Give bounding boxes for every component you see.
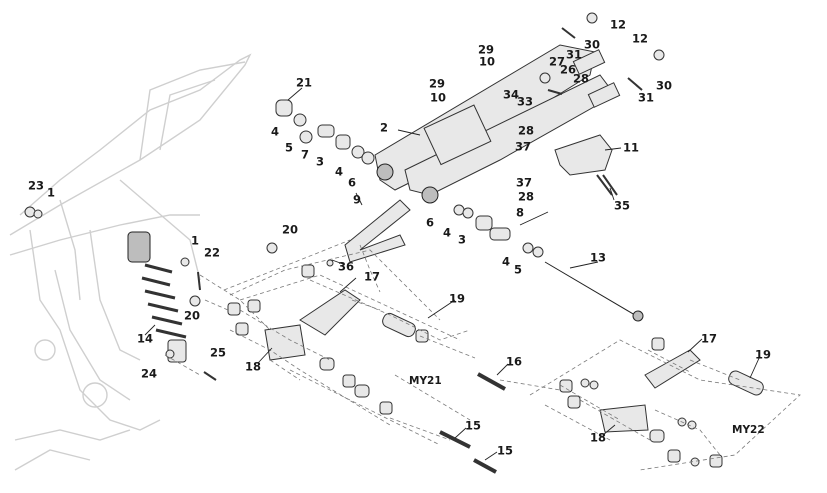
callout-15-upper: 15 [464,418,482,433]
callout-15-lower: 15 [496,443,514,458]
callout-25: 25 [209,345,227,360]
connection-lines [164,239,801,471]
axle-nut [632,310,644,322]
bolt-15b [473,458,497,474]
chain-guide [344,199,411,263]
callout-5-a: 5 [284,140,294,155]
callout-37-upper: 37 [514,139,532,154]
callout-31-lower: 31 [637,90,655,105]
callout-34: 34 [502,87,520,102]
small-bolts [197,27,643,381]
spacer-19-my21 [382,312,416,338]
callout-20-upper: 20 [281,222,299,237]
callout-35: 35 [613,198,631,213]
swingarm [374,44,621,204]
callout-18-my22: 18 [589,430,607,445]
callout-6-b: 6 [425,215,435,230]
callout-19-my21: 19 [448,291,466,306]
callout-30-upper: 30 [583,37,601,52]
bushings [24,12,723,468]
callout-13: 13 [589,250,607,265]
callout-8: 8 [515,205,525,220]
linkage-rocker-my21 [299,289,361,336]
callout-21: 21 [295,75,313,90]
callout-33: 33 [516,94,534,109]
chain-slider [554,134,613,176]
callout-27: 27 [548,54,566,69]
leader-lines [144,87,761,461]
callout-28-middle: 28 [517,123,535,138]
model-year-label-my21: MY21 [409,375,442,387]
callout-4-a: 4 [270,124,280,139]
callout-17-my22: 17 [700,331,718,346]
callout-19-my22: 19 [754,347,772,362]
callout-10-lower: 10 [429,90,447,105]
callout-29-upper: 29 [477,42,495,57]
callout-29-lower: 29 [428,76,446,91]
callout-10-upper: 10 [478,54,496,69]
callout-3-upper: 3 [315,154,325,169]
callout-37-lower: 37 [515,175,533,190]
callout-9: 9 [352,192,362,207]
callout-1-upper: 1 [46,185,56,200]
callout-14: 14 [136,331,154,346]
callout-20-lower: 20 [183,308,201,323]
callout-7: 7 [300,147,310,162]
callout-16: 16 [505,354,523,369]
callout-12-lower: 12 [631,31,649,46]
callout-30-lower: 30 [655,78,673,93]
bolt-16 [477,372,506,391]
callout-4-b: 4 [334,164,344,179]
link-arm-my21 [264,324,306,361]
callout-6-a: 6 [347,175,357,190]
callout-17-my21: 17 [363,269,381,284]
spacer-19-my22 [728,370,764,396]
callout-12-upper: 12 [609,17,627,32]
axle-rod [544,261,641,319]
callout-28-lower: 28 [517,189,535,204]
link-arm-my22 [599,404,649,433]
callout-4-c: 4 [442,225,452,240]
linkage-rocker-my22 [644,349,701,389]
callout-23: 23 [27,178,45,193]
callout-28-upper: 28 [572,71,590,86]
callout-26: 26 [559,62,577,77]
callout-18-my21: 18 [244,359,262,374]
model-year-label-my22: MY22 [732,424,765,436]
callout-11: 11 [622,140,640,155]
callout-2: 2 [379,120,389,135]
callout-22: 22 [203,245,221,260]
callout-1-lower: 1 [190,233,200,248]
bolt-15a [439,430,471,449]
callout-24: 24 [140,366,158,381]
callout-36: 36 [337,259,355,274]
frame-outline [9,53,252,471]
callout-3-lower: 3 [457,232,467,247]
callout-4-d: 4 [501,254,511,269]
callout-5-b: 5 [513,262,523,277]
callout-31-upper: 31 [565,47,583,62]
